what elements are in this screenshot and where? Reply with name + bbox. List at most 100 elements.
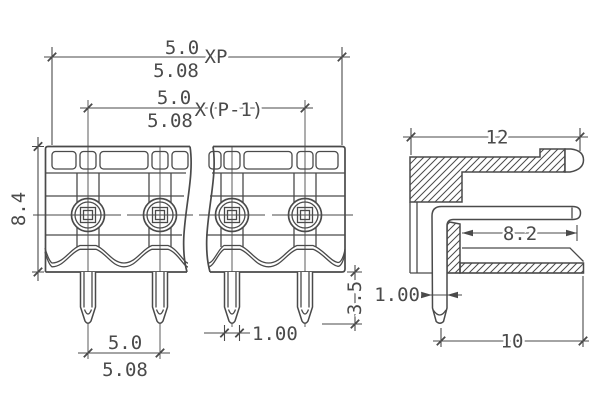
opening xyxy=(315,150,339,170)
screw-socket-outer xyxy=(296,206,314,224)
pin-body xyxy=(79,272,97,324)
dim-pin-to-edge-text: 10 xyxy=(501,331,524,353)
dim-ticks xyxy=(436,336,588,346)
dim-lines xyxy=(433,276,589,347)
side-view: 12 8.2 1.00 10 xyxy=(372,124,589,355)
dim-pin-pitch: 5.0 5.08 xyxy=(78,330,170,384)
screw-outer-circle xyxy=(214,197,250,233)
screw-socket-inner xyxy=(299,209,311,221)
dim-lines xyxy=(204,325,250,341)
arrow-left xyxy=(462,229,473,237)
pin-detail xyxy=(432,207,573,316)
dim-ticks xyxy=(350,267,360,329)
screw-terminal-2 xyxy=(142,197,178,233)
pin-detail xyxy=(83,272,93,315)
screw-outer-circle xyxy=(142,197,178,233)
wave-left-upper xyxy=(44,244,189,264)
dim-side-pin-thickness: 1.00 xyxy=(372,282,462,309)
pin-body xyxy=(431,205,582,324)
opening xyxy=(51,150,77,170)
dim-span-pitch-suffix: X(P-1) xyxy=(195,99,264,121)
screw-outer-circle xyxy=(287,197,323,233)
dim-lines xyxy=(32,137,44,281)
dim-span-pitch: 5.0 X(P-1) 5.08 xyxy=(80,85,313,135)
front-view: 5.0 XP 5.08 5.0 X(P-1) 5.08 8.4 5.0 5.08 xyxy=(6,35,369,384)
side-housing-nose xyxy=(564,148,585,173)
dim-ticks xyxy=(219,328,245,338)
dim-opening-depth-text: 8.2 xyxy=(503,223,537,245)
pin-body xyxy=(296,272,314,324)
opening xyxy=(171,150,189,170)
dim-total-pitch: 5.0 XP 5.08 xyxy=(44,35,350,145)
pin-detail xyxy=(300,272,310,315)
dim-total-pitch-suffix: XP xyxy=(205,46,228,68)
opening xyxy=(243,150,293,170)
arrow-right xyxy=(447,291,458,299)
opening xyxy=(208,150,222,170)
dim-body-height-text: 8.4 xyxy=(8,192,30,226)
dim-front-pin-width: 1.00 xyxy=(204,321,300,348)
front-centerlines xyxy=(33,100,353,359)
wave-right-lower xyxy=(207,248,346,268)
dim-lines xyxy=(403,128,588,155)
screw-outer-circle xyxy=(70,197,106,233)
opening xyxy=(99,150,149,170)
front-pin-4 xyxy=(296,272,314,324)
dim-overall-depth: 12 xyxy=(403,124,588,155)
dim-ticks xyxy=(83,103,310,113)
dim-ticks xyxy=(406,132,585,142)
dim-side-pin-thickness-text: 1.00 xyxy=(374,284,420,306)
dim-ticks xyxy=(33,141,43,277)
dim-pin-length-text: 3.5 xyxy=(344,281,366,315)
screw-terminal-3 xyxy=(214,197,250,233)
front-horizontal-lines xyxy=(45,172,345,236)
screw-socket-outer xyxy=(151,206,169,224)
screw-socket-outer xyxy=(223,206,241,224)
arrow-right xyxy=(566,229,577,237)
pin-body xyxy=(151,272,169,324)
pin-detail xyxy=(155,272,165,315)
dim-pin-pitch-upper: 5.0 xyxy=(108,332,142,354)
dim-ticks xyxy=(47,52,347,62)
front-pin-3 xyxy=(223,272,241,324)
screw-inner-circle xyxy=(218,201,246,229)
wave-left-lower xyxy=(44,248,189,268)
front-pin-2 xyxy=(151,272,169,324)
pin-body xyxy=(223,272,241,324)
wave-right-upper xyxy=(207,244,346,264)
dim-span-pitch-lower: 5.08 xyxy=(147,110,193,132)
dim-overall-depth-text: 12 xyxy=(486,127,509,149)
screw-inner-circle xyxy=(74,201,102,229)
pin-detail xyxy=(227,272,237,315)
screw-socket-inner xyxy=(226,209,238,221)
screw-socket-outer xyxy=(79,206,97,224)
dim-opening-depth: 8.2 xyxy=(462,221,578,248)
screw-inner-circle xyxy=(146,201,174,229)
front-body-right-outline xyxy=(210,145,346,273)
side-housing-top-arm xyxy=(409,148,566,203)
screw-inner-circle xyxy=(291,201,319,229)
dim-span-pitch-upper: 5.0 xyxy=(157,87,191,109)
dim-total-pitch-upper: 5.0 xyxy=(165,37,199,59)
pin-vertical-centerlines xyxy=(87,100,306,359)
screw-terminal-1 xyxy=(70,197,106,233)
dim-ticks xyxy=(83,348,165,358)
dim-total-pitch-lower: 5.08 xyxy=(153,60,199,82)
dim-body-height: 8.4 xyxy=(6,137,44,281)
side-housing-bottom-arm xyxy=(459,262,585,274)
side-housing-center-block xyxy=(446,220,461,274)
dim-pin-pitch-lower: 5.08 xyxy=(102,359,148,381)
break-line-right xyxy=(205,146,215,273)
dim-front-pin-width-text: 1.00 xyxy=(252,323,298,345)
front-tower-lines xyxy=(76,173,317,247)
screw-terminal-4 xyxy=(287,197,323,233)
front-pin-1 xyxy=(79,272,97,324)
dim-pin-to-edge: 10 xyxy=(433,276,589,355)
arrow-left xyxy=(421,291,432,299)
dim-pin-length: 3.5 xyxy=(322,265,369,331)
break-line-left xyxy=(182,146,192,273)
side-pin xyxy=(431,205,582,324)
side-ledge-edge xyxy=(462,247,584,262)
front-body-outline xyxy=(44,145,346,273)
